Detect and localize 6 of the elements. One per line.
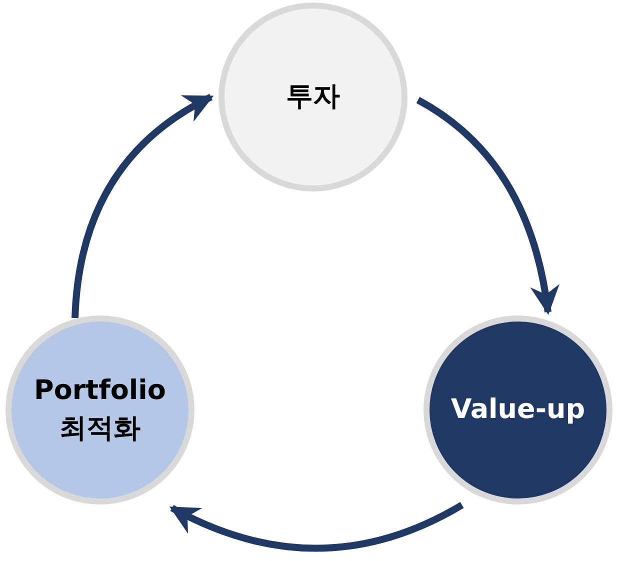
stage-label: Value-up xyxy=(450,393,586,427)
stage-label: Portfolio 최적화 xyxy=(33,374,167,446)
curved-arrow xyxy=(416,96,559,315)
stage-label: 투자 xyxy=(285,80,341,114)
curved-arrow xyxy=(72,94,214,318)
curved-arrow xyxy=(169,502,464,552)
